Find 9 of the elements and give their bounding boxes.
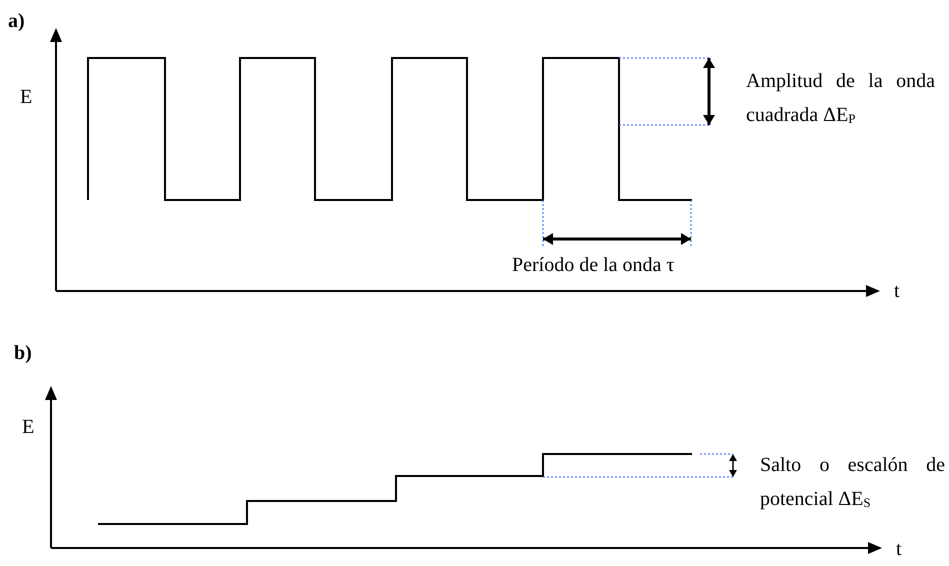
panel-label: a) [8,9,25,34]
panel-label: b) [14,341,32,366]
annotation-text: Salto o escalón de potencial ΔE$_{S}$ [760,453,945,512]
axis-label: E [20,85,32,110]
axis-label: E [22,415,34,440]
annotation-text: Amplitud de la onda cuadrada ΔE$_{P}$ [746,69,935,128]
annotation-text: Período de la onda τ [512,253,674,278]
axis-label: t [896,537,902,562]
axis-label: t [894,279,900,304]
